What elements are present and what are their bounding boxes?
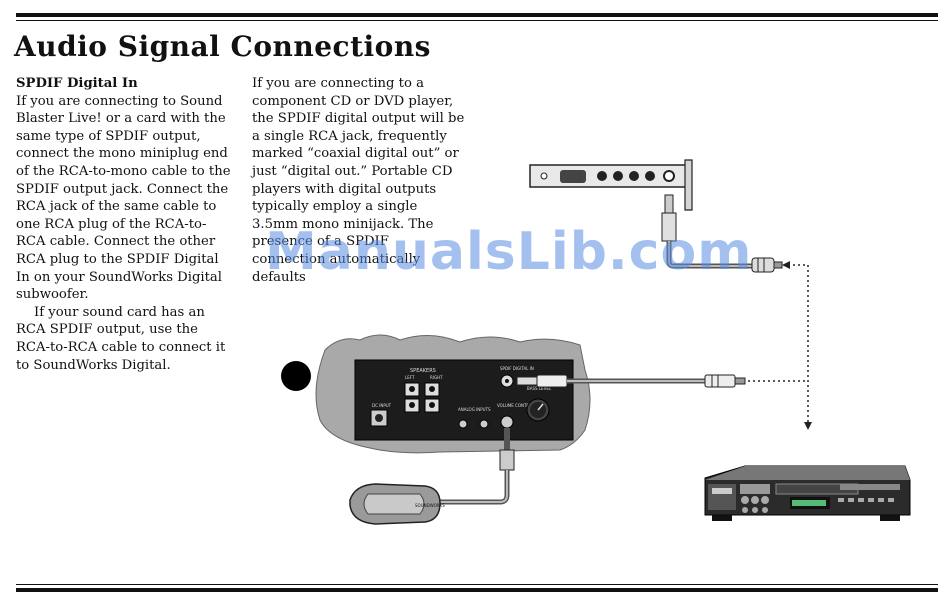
analog-label: ANALOG INPUTS <box>458 407 491 412</box>
step-marker <box>281 361 311 391</box>
top-rule-thick <box>16 13 938 17</box>
bottom-rule-thin <box>16 584 938 585</box>
sound-card-illustration <box>529 159 693 211</box>
body-paragraph-2: If your sound card has an RCA SPDIF outp… <box>16 304 226 373</box>
bottom-rule-thick <box>16 588 938 592</box>
volume-label: VOLUME CONTROL <box>497 403 535 408</box>
bass-label: BASS LEVEL <box>527 386 552 391</box>
section-heading: SPDIF Digital In <box>16 76 138 91</box>
right-label: RIGHT <box>430 375 443 380</box>
body-paragraph-1: If you are connecting to Sound Blaster L… <box>16 93 231 303</box>
volume-control-puck: SOUNDWORKS <box>349 428 515 525</box>
dotted-connection-path <box>748 261 812 430</box>
subwoofer-rear-panel: DC INPUT SPEAKERS LEFT RIGHT ANALOG INPU… <box>315 334 591 454</box>
cd-dvd-player-illustration <box>704 465 911 521</box>
power-label: DC INPUT <box>372 403 392 408</box>
left-label: LEFT <box>405 375 415 380</box>
speakers-label: SPEAKERS <box>410 368 436 374</box>
page-title: Audio Signal Connections <box>14 30 431 63</box>
top-rule-thin <box>16 20 938 21</box>
spdif-label: SPDIF DIGITAL IN <box>500 366 534 371</box>
mono-miniplug-cable <box>661 194 783 273</box>
body-paragraph-3: If you are connecting to a component CD … <box>252 76 465 285</box>
rca-to-rca-cable <box>516 374 746 388</box>
middle-text-column: If you are connecting to a component CD … <box>252 75 466 286</box>
puck-label: SOUNDWORKS <box>415 503 445 508</box>
left-text-column: SPDIF Digital In If you are connecting t… <box>16 75 234 374</box>
